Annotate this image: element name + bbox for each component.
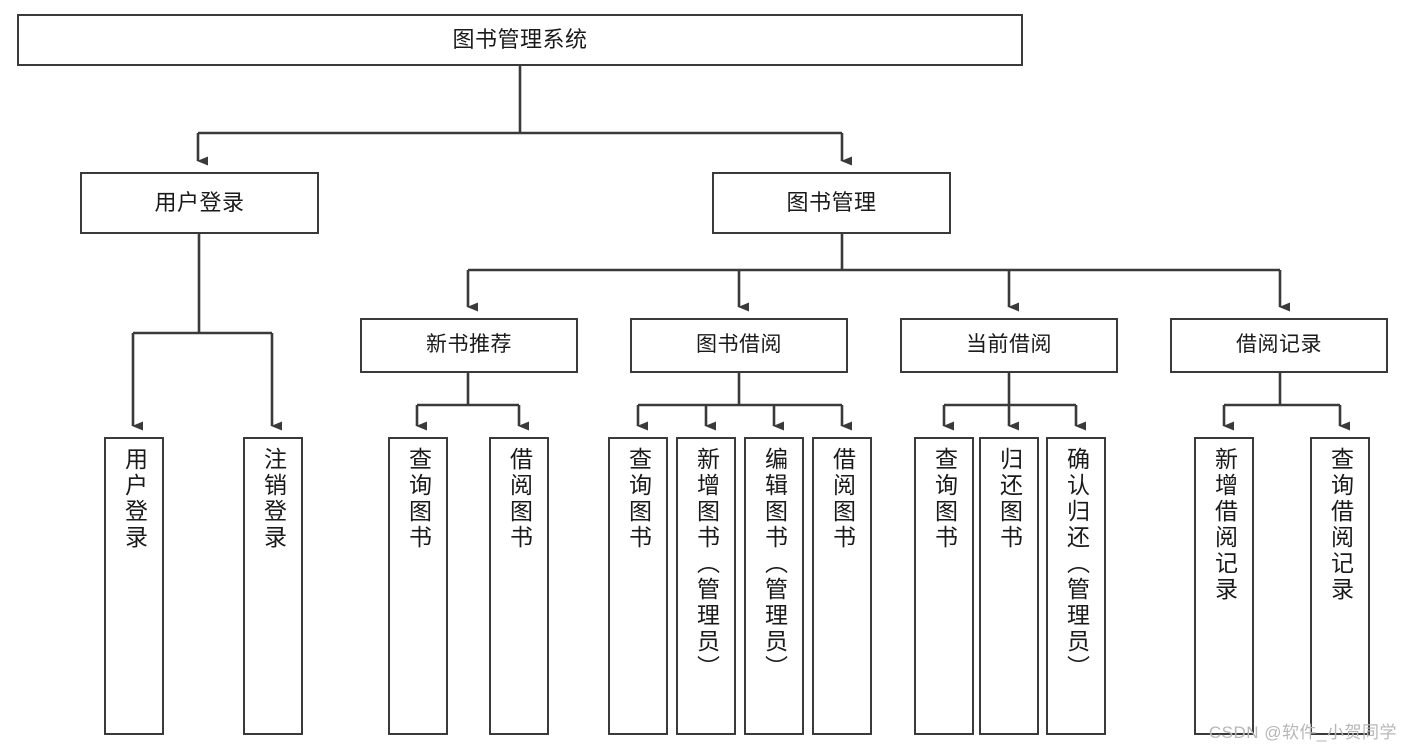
node-label: 图书管理系统	[452, 27, 588, 53]
csdn-watermark: CSDN @软件_小贺同学	[1208, 723, 1397, 742]
node-label: 图书借阅	[696, 333, 782, 357]
leaf-current-return-book[interactable]: 归还图书	[979, 437, 1039, 735]
node-label: 确认归还（管理员）	[1063, 447, 1090, 681]
leaf-borrow-query-book[interactable]: 查询图书	[608, 437, 668, 735]
node-label: 图书管理	[786, 190, 877, 216]
leaf-current-confirm-return-admin[interactable]: 确认归还（管理员）	[1046, 437, 1106, 735]
node-label: 查询借阅记录	[1327, 447, 1354, 603]
leaf-record-query-borrow-record[interactable]: 查询借阅记录	[1310, 437, 1370, 735]
node-label: 归还图书	[996, 447, 1023, 551]
node-book-management[interactable]: 图书管理	[712, 172, 951, 234]
leaf-borrow-edit-book-admin[interactable]: 编辑图书（管理员）	[744, 437, 804, 735]
node-label: 借阅图书	[506, 447, 533, 551]
node-label: 当前借阅	[966, 333, 1052, 357]
node-new-book-recommend[interactable]: 新书推荐	[360, 318, 578, 373]
node-current-borrow[interactable]: 当前借阅	[900, 318, 1118, 373]
node-label: 新书推荐	[426, 333, 512, 357]
node-root-system[interactable]: 图书管理系统	[17, 14, 1023, 66]
leaf-recommend-borrow-book[interactable]: 借阅图书	[489, 437, 549, 735]
node-book-borrow[interactable]: 图书借阅	[630, 318, 848, 373]
leaf-current-query-book[interactable]: 查询图书	[914, 437, 974, 735]
node-label: 新增借阅记录	[1211, 447, 1238, 603]
node-label: 注销登录	[260, 447, 287, 551]
node-label: 新增图书（管理员）	[693, 447, 720, 681]
leaf-borrow-borrow-book[interactable]: 借阅图书	[812, 437, 872, 735]
node-label: 用户登录	[121, 447, 148, 551]
node-borrow-record[interactable]: 借阅记录	[1170, 318, 1388, 373]
leaf-borrow-add-book-admin[interactable]: 新增图书（管理员）	[676, 437, 736, 735]
leaf-record-add-borrow-record[interactable]: 新增借阅记录	[1194, 437, 1254, 735]
node-label: 借阅图书	[829, 447, 856, 551]
node-label: 编辑图书（管理员）	[761, 447, 788, 681]
node-label: 查询图书	[931, 447, 958, 551]
node-label: 查询图书	[405, 447, 432, 551]
node-label: 查询图书	[625, 447, 652, 551]
node-label: 借阅记录	[1236, 333, 1322, 357]
leaf-recommend-query-book[interactable]: 查询图书	[388, 437, 448, 735]
leaf-user-login[interactable]: 用户登录	[104, 437, 164, 735]
node-label: 用户登录	[154, 190, 245, 216]
leaf-user-logout[interactable]: 注销登录	[243, 437, 303, 735]
node-user-login[interactable]: 用户登录	[80, 172, 319, 234]
